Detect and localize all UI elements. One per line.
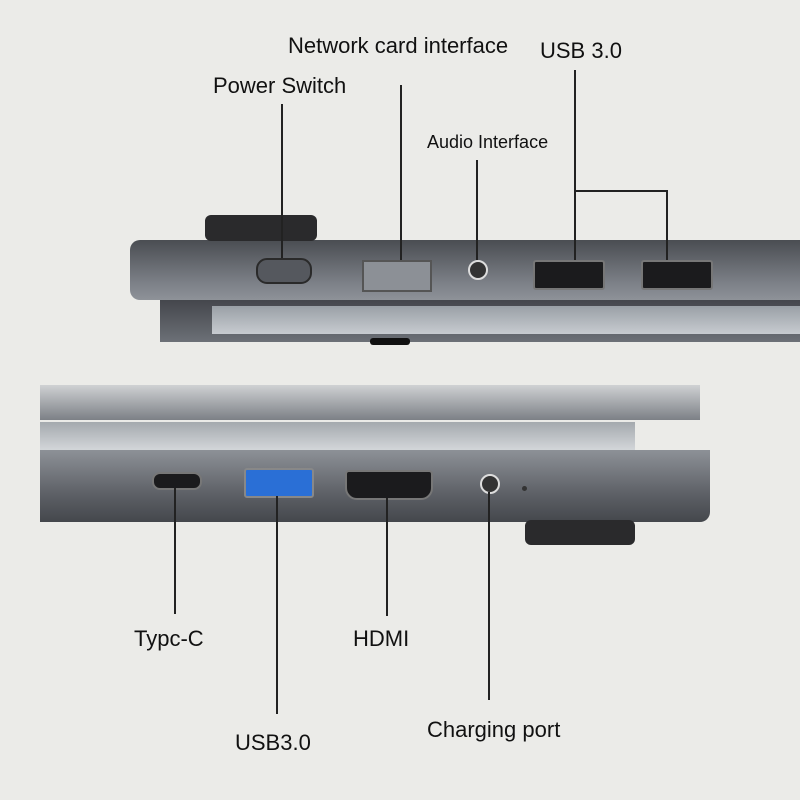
hdmi-port[interactable]: [345, 470, 433, 500]
bottom-foot: [525, 520, 635, 545]
charging-port[interactable]: [480, 474, 500, 494]
label-audio: Audio Interface: [427, 132, 549, 152]
label-usb-bottom: USB3.0: [235, 730, 311, 755]
typec-port[interactable]: [152, 472, 202, 490]
leader-audio: [476, 160, 478, 260]
ethernet-port[interactable]: [362, 260, 432, 292]
label-typec: Typc-C: [134, 626, 204, 651]
usb-port-top-2[interactable]: [641, 260, 713, 290]
leader-network: [400, 85, 402, 260]
leader-typec: [174, 488, 176, 614]
label-charging: Charging port: [427, 717, 561, 742]
bottom-laptop-lid: [40, 385, 700, 420]
leader-usb-top-2: [666, 190, 668, 260]
leader-usb-bottom: [276, 496, 278, 714]
label-network: Network card interface: [288, 33, 509, 58]
label-usb-top: USB 3.0: [540, 38, 622, 63]
top-laptop-screen-strip: [212, 306, 800, 334]
leader-usb-top: [574, 70, 576, 260]
label-power: Power Switch: [213, 73, 347, 98]
top-foot: [205, 215, 317, 241]
leader-usb-top-h: [574, 190, 668, 192]
bottom-laptop-screen-strip: [40, 422, 635, 450]
audio-jack-top[interactable]: [468, 260, 488, 280]
leader-charging: [488, 492, 490, 700]
top-hinge: [370, 338, 410, 345]
usb-port-bottom[interactable]: [244, 468, 314, 498]
usb-port-top-1[interactable]: [533, 260, 605, 290]
power-switch[interactable]: [256, 258, 312, 284]
leader-hdmi: [386, 498, 388, 616]
leader-power: [281, 104, 283, 258]
label-hdmi: HDMI: [353, 626, 410, 651]
indicator-led: [522, 486, 527, 491]
